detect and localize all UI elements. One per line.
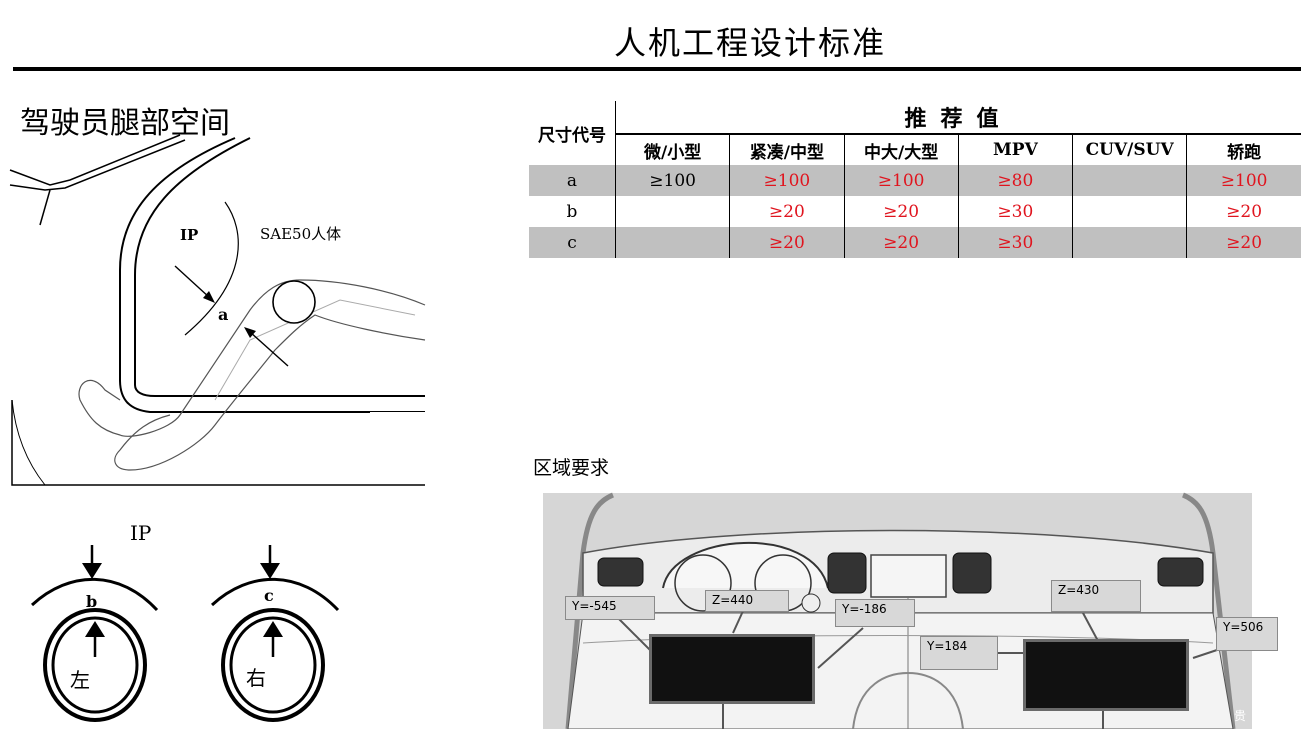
table-cell: ≥100 [615,165,731,196]
table-cell [1072,196,1188,227]
row-code: b [529,196,616,227]
table-cell: ≥30 [958,227,1074,258]
table-cell: ≥20 [1186,227,1301,258]
table-cell: ≥20 [844,227,959,258]
table-cell: ≥80 [958,165,1074,196]
column-header: 微/小型 [615,134,731,165]
leg-section-title: 驾驶员腿部空间 [20,106,230,141]
row-code: c [529,227,616,258]
watermark-corner: 贵 [1234,709,1247,723]
row-code: a [529,165,616,196]
table-cell [1072,165,1188,196]
recommended-value-header: 推荐值 [615,101,1301,135]
column-header: 轿跑 [1227,142,1262,163]
dim-a-label: a [218,305,228,324]
code-header: 尺寸代号 [529,101,616,165]
right-side-label: 右 [246,666,266,690]
dimension-tag: Y=506 [1216,617,1278,651]
table-cell: ≥20 [844,196,959,227]
table-cell [1072,227,1188,258]
leg-space-diagram: IP SAE50人体 a [9,134,426,486]
table-cell: ≥20 [729,196,845,227]
recommendation-table: 尺寸代号 推荐值 微/小型 紧凑/中型 中大/大型 MPV CUV/SUV 轿跑… [529,101,1301,258]
page-title: 人机工程设计标准 [613,24,886,62]
dimension-tag: Z=430 [1051,580,1141,612]
table-cell: ≥20 [1226,201,1263,222]
ip-label: IP [180,226,198,244]
column-header: 紧凑/中型 [729,134,845,165]
column-header: 中大/大型 [844,134,959,165]
table-cell [615,227,731,258]
table-cell [615,196,731,227]
title-divider [13,67,1301,71]
column-header: CUV/SUV [1072,134,1188,165]
dim-b-label: b [86,592,97,611]
dimension-tag: Y=-545 [565,596,655,620]
dimension-tag: Y=184 [920,636,998,670]
manikin-label: SAE50人体 [260,225,341,243]
zone-requirement-title: 区域要求 [533,457,610,479]
dashboard-zone-image: Y=-545 Z=440 Y=-186 Y=184 Z=430 Y=506 贵 [543,492,1278,729]
zone-box-left [649,634,815,704]
table-cell: ≥100 [844,165,959,196]
clearance-ip-label: IP [130,521,151,545]
table-cell: ≥100 [729,165,845,196]
table-cell: ≥20 [729,227,845,258]
dimension-tag: Z=440 [705,590,789,612]
table-row: b ≥20 ≥20 ≥30 ≥20 [529,196,1301,227]
dim-c-label: c [264,586,274,605]
column-header: MPV [958,134,1074,165]
table-cell: ≥30 [958,196,1074,227]
table-cell: ≥100 [1186,165,1301,196]
left-side-label: 左 [70,668,90,692]
zone-box-right [1023,639,1189,711]
knee-clearance-diagram: IP b 左 c 右 [30,521,340,722]
table-row: c ≥20 ≥20 ≥30 ≥20 [529,227,1301,258]
dimension-tag: Y=-186 [835,599,915,627]
table-row: a ≥100 ≥100 ≥100 ≥80 ≥100 [529,165,1301,196]
